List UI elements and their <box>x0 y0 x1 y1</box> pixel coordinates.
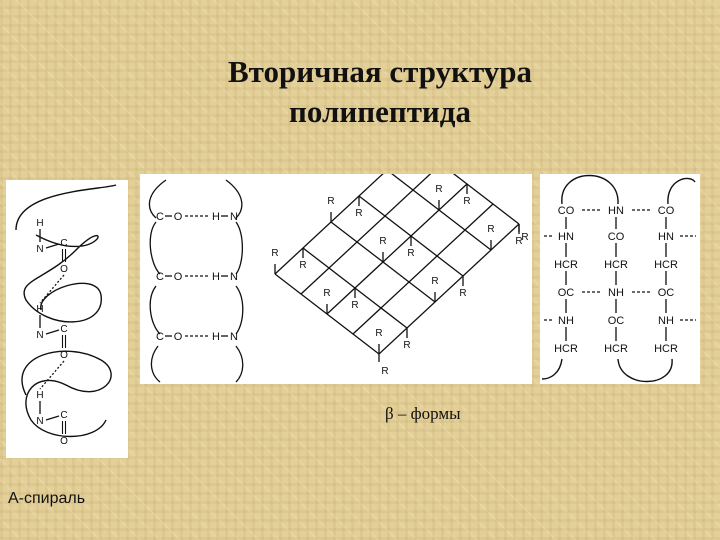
side-group-r: R <box>431 276 438 287</box>
residue-label: HCR <box>654 259 678 271</box>
side-group-r: R <box>299 260 306 271</box>
residue-label: OC <box>608 315 625 327</box>
sheet-chain-line <box>352 203 494 335</box>
residue-label: NH <box>658 315 674 327</box>
helix-backbone <box>23 234 102 323</box>
beta-sheet-panel: COHNCOHNCOHNRRRRRRRRRRRRRRRRRRRRR <box>140 174 532 384</box>
hydrogen-bond <box>39 360 65 390</box>
atom-o: O <box>174 271 183 283</box>
antiparallel-sheet-panel: CO HN CO HN CO HN HCR HCR HCR OC NH OC NH OC NH HCR HCR H… <box>540 174 700 384</box>
residue-label: CO <box>558 205 575 217</box>
bond-line <box>45 415 60 421</box>
side-group-r: R <box>323 288 330 299</box>
sheet-chain-line <box>300 174 432 295</box>
atom-n: N <box>36 330 43 341</box>
atom-h: H <box>36 304 43 315</box>
atom-c: C <box>156 211 164 223</box>
chain-line <box>148 179 167 383</box>
atom-c: C <box>156 331 164 343</box>
chain-loop <box>561 174 619 205</box>
atom-o: O <box>174 211 183 223</box>
side-group-r: R <box>327 196 334 207</box>
side-group-r: R <box>515 236 522 247</box>
atom-h: H <box>212 331 220 343</box>
residue-label: HN <box>608 205 624 217</box>
atom-o: O <box>60 264 68 275</box>
side-group-r: R <box>351 300 358 311</box>
side-group-r: R <box>407 248 414 259</box>
residue-label: HCR <box>654 343 678 355</box>
side-group-r: R <box>403 340 410 351</box>
title-line-2: полипептида <box>289 94 471 129</box>
residue-label: CO <box>658 205 675 217</box>
atom-h: H <box>212 271 220 283</box>
residue-label: HCR <box>604 259 628 271</box>
sheet-chain-line <box>274 174 384 275</box>
side-group-r: R <box>381 366 388 377</box>
atom-n: N <box>230 331 238 343</box>
atom-h: H <box>212 211 220 223</box>
atom-c: C <box>60 410 67 421</box>
chain-loop <box>617 358 673 383</box>
residue-label: HCR <box>554 343 578 355</box>
atom-h: H <box>36 390 43 401</box>
residue-label: NH <box>558 315 574 327</box>
chain-loop <box>541 358 563 380</box>
residue-label: HN <box>558 231 574 243</box>
atom-c: C <box>60 324 67 335</box>
side-group-r: R <box>463 196 470 207</box>
bond-line <box>45 329 60 335</box>
title-line-1: Вторичная структура <box>227 54 533 89</box>
side-group-r: R <box>521 232 528 243</box>
side-group-r: R <box>355 208 362 219</box>
slide-title: Вторичная структура полипептида <box>180 52 580 132</box>
side-group-r: R <box>435 184 442 195</box>
residue-label: HCR <box>604 343 628 355</box>
sheet-chain-line <box>378 223 520 355</box>
residue-label: CO <box>608 231 625 243</box>
residue-label: OC <box>658 287 675 299</box>
side-group-r: R <box>379 236 386 247</box>
alpha-helix-diagram: H N C O H N C O H N C O <box>15 184 117 447</box>
bond-line <box>45 243 60 249</box>
side-group-r: R <box>459 288 466 299</box>
atom-c: C <box>156 271 164 283</box>
atom-o: O <box>60 350 68 361</box>
atom-o: O <box>174 331 183 343</box>
helix-backbone <box>21 350 112 438</box>
chain-line <box>225 179 244 383</box>
alpha-helix-panel: H N C O H N C O H N C O <box>6 180 128 458</box>
side-group-r: R <box>271 248 278 259</box>
atom-n: N <box>36 244 43 255</box>
alpha-caption: А-спираль <box>8 490 86 507</box>
atom-h: H <box>36 218 43 229</box>
sheet-chain-line <box>326 183 468 315</box>
residue-label: OC <box>558 287 575 299</box>
atom-n: N <box>230 271 238 283</box>
side-group-r: R <box>375 328 382 339</box>
atom-n: N <box>36 416 43 427</box>
atom-n: N <box>230 211 238 223</box>
beta-caption: β – формы <box>385 404 461 423</box>
atom-o: O <box>60 436 68 447</box>
atom-c: C <box>60 238 67 249</box>
chain-loop <box>667 177 696 205</box>
residue-label: HCR <box>554 259 578 271</box>
residue-label: HN <box>658 231 674 243</box>
residue-label: NH <box>608 287 624 299</box>
pleated-sheet-diagram: COHNCOHNCOHNRRRRRRRRRRRRRRRRRRRRR <box>148 174 529 383</box>
side-group-r: R <box>487 224 494 235</box>
helix-backbone <box>15 184 117 231</box>
antiparallel-sheet-diagram: CO HN CO HN CO HN HCR HCR HCR OC NH OC NH OC NH HCR HCR H… <box>541 174 696 383</box>
